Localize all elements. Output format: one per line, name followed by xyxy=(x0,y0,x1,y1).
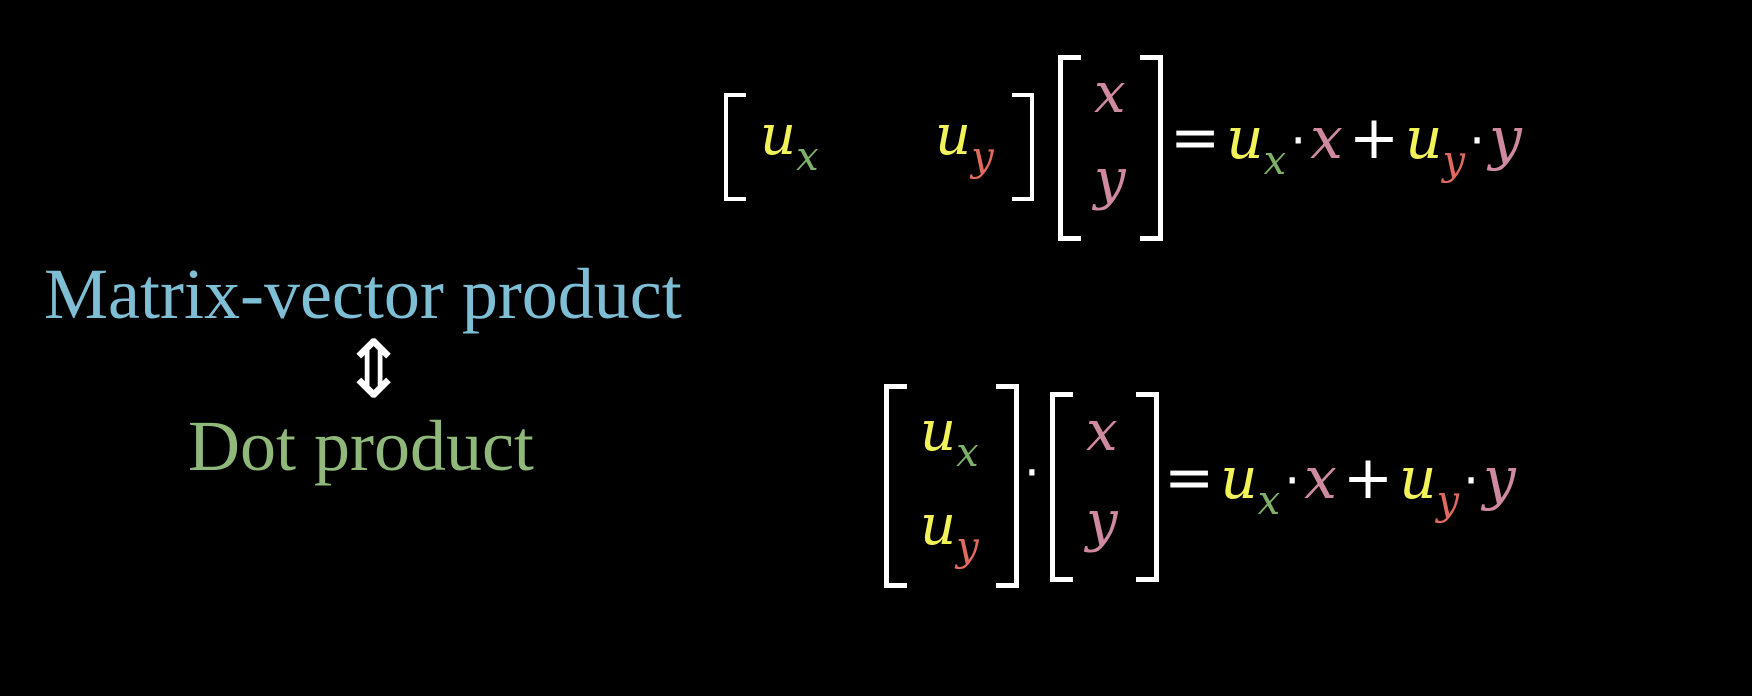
dot-operator: · xyxy=(1024,444,1040,502)
xy-vector-y: y xyxy=(1086,489,1118,554)
column-vector-x: x xyxy=(1094,61,1126,126)
u-vector-u-y: uy xyxy=(920,493,979,570)
column-vector-left-bracket xyxy=(1058,55,1081,241)
xy-vector-left-bracket xyxy=(1050,392,1073,582)
row-matrix-u-x: ux xyxy=(760,103,819,180)
row-matrix-right-bracket xyxy=(1012,93,1034,201)
equals-sign: = xyxy=(1170,103,1221,173)
xy-vector-right-bracket xyxy=(1136,392,1159,582)
multiply-dot: · xyxy=(1463,452,1479,510)
plus-sign: + xyxy=(1348,103,1400,173)
row-matrix-left-bracket xyxy=(724,93,746,201)
column-vector-right-bracket xyxy=(1140,55,1163,241)
plus-sign: + xyxy=(1342,443,1394,513)
row-matrix-u-y: uy xyxy=(935,103,994,180)
matrix-vector-product-label: Matrix-vector product xyxy=(44,254,682,334)
xy-vector-x: x xyxy=(1086,399,1118,464)
column-vector-y: y xyxy=(1094,147,1126,212)
equals-sign: = xyxy=(1164,443,1215,513)
equivalence-arrow-icon: ⇕ xyxy=(340,323,408,416)
multiply-dot: · xyxy=(1469,112,1485,170)
u-vector-u-x: ux xyxy=(920,399,979,476)
dot-product-result: = ux · x + uy · y xyxy=(1164,443,1516,524)
u-vector-right-bracket xyxy=(996,384,1019,588)
u-vector-left-bracket xyxy=(884,384,907,588)
dot-product-label: Dot product xyxy=(188,406,534,486)
multiply-dot: · xyxy=(1284,452,1301,510)
matrix-vector-result: = ux · x + uy · y xyxy=(1170,103,1522,184)
multiply-dot: · xyxy=(1290,112,1307,170)
